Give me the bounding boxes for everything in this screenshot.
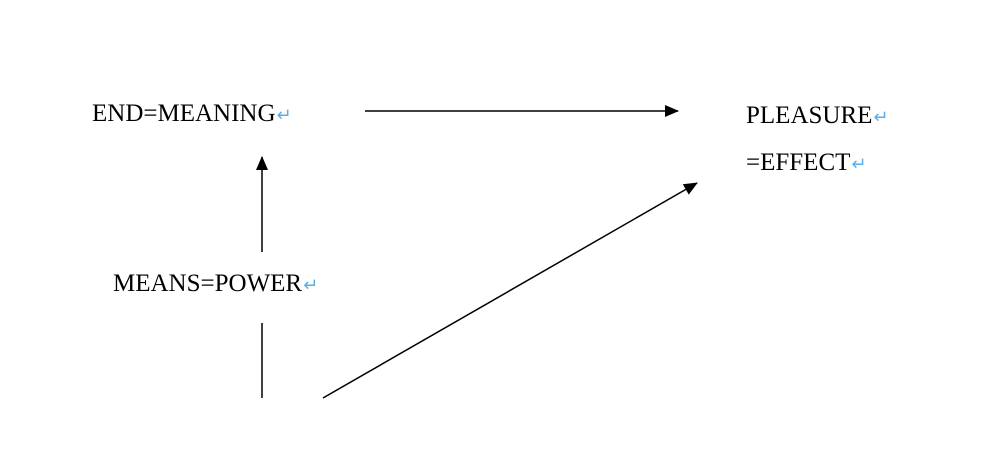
- node-effect: =EFFECT↵: [746, 148, 867, 180]
- arrow-diagonal-to-pleasure: [322, 182, 698, 399]
- node-means-power: MEANS=POWER↵: [113, 269, 318, 301]
- node-label: END=MEANING: [92, 100, 276, 127]
- paragraph-mark-icon: ↵: [303, 275, 319, 296]
- paragraph-mark-icon: ↵: [873, 107, 889, 128]
- node-label: PLEASURE: [746, 102, 873, 129]
- node-label: =EFFECT: [746, 149, 851, 176]
- node-end-meaning: END=MEANING↵: [92, 99, 292, 131]
- paragraph-mark-icon: ↵: [276, 105, 292, 126]
- node-pleasure: PLEASURE↵: [746, 101, 889, 133]
- node-label: MEANS=POWER: [113, 270, 303, 297]
- paragraph-mark-icon: ↵: [851, 154, 867, 175]
